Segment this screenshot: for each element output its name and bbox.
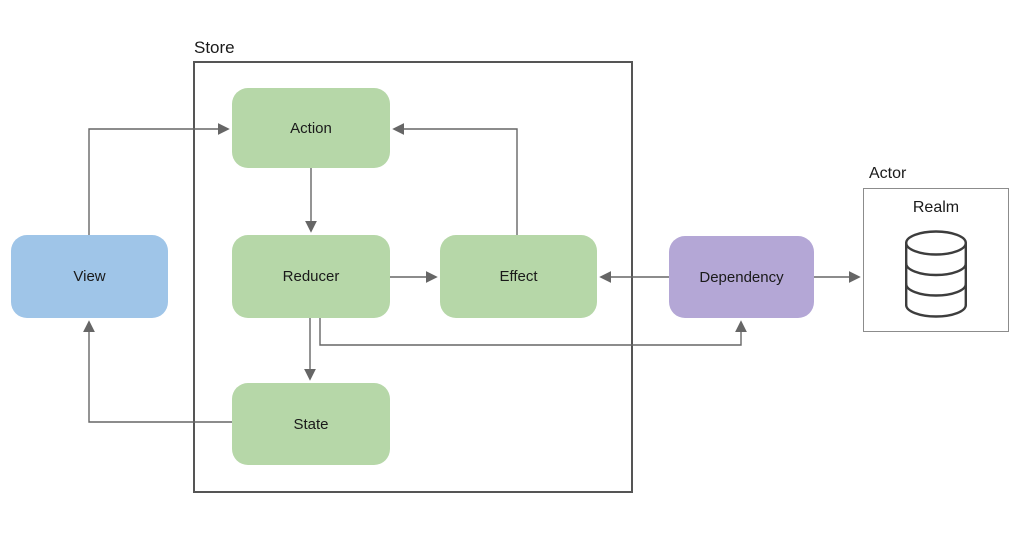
edge-state-to-view	[83, 320, 232, 423]
node-realm-label: Realm	[912, 199, 960, 216]
node-state: State	[232, 383, 390, 465]
node-dependency: Dependency	[669, 236, 814, 318]
actor-label: Actor	[869, 165, 907, 182]
node-state-label: State	[293, 415, 329, 433]
node-effect-label: Effect	[499, 268, 538, 285]
node-reducer: Reducer	[232, 235, 390, 318]
database-icon	[905, 230, 967, 318]
actor-container	[863, 188, 1009, 332]
edge-view-to-action	[88, 123, 230, 235]
node-view: View	[11, 235, 168, 318]
edge-reducer-to-dependency	[319, 318, 747, 346]
node-reducer-label: Reducer	[282, 268, 340, 285]
node-view-label: View	[73, 268, 106, 285]
node-action: Action	[232, 88, 390, 168]
node-dependency-label: Dependency	[699, 268, 784, 286]
node-action-label: Action	[290, 119, 332, 137]
store-label: Store	[194, 38, 235, 57]
node-effect: Effect	[440, 235, 597, 318]
edge-effect-to-action	[392, 123, 518, 235]
